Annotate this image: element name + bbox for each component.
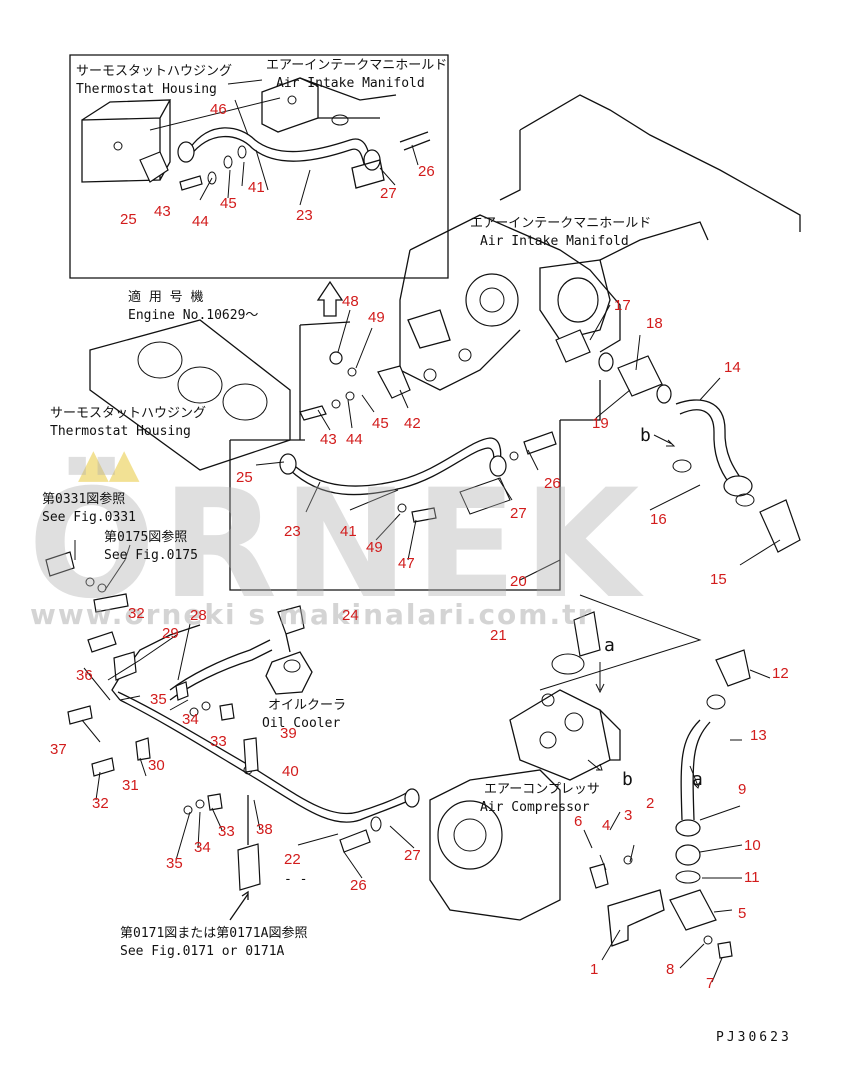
drawing-code: PJ30623 — [716, 1030, 792, 1045]
callout-38: 38 — [256, 821, 273, 838]
callout-34: 34 — [194, 839, 211, 856]
label-compressor-en: Air Compressor — [480, 800, 590, 815]
callout-26: 26 — [544, 475, 561, 492]
callout-49: 49 — [368, 309, 385, 326]
callout-19: 19 — [592, 415, 609, 432]
label-ref-0171-jp: 第0171図または第0171A図参照 — [120, 926, 308, 941]
callout-15: 15 — [710, 571, 727, 588]
callout-44: 44 — [346, 431, 363, 448]
label-engine-en: Engine No.10629～ — [128, 308, 259, 323]
callout-4: 4 — [602, 817, 611, 834]
label-oil-cooler-en: Oil Cooler — [262, 716, 341, 731]
callout-18: 18 — [646, 315, 663, 332]
label-compressor-jp: エアーコンプレッサ — [484, 782, 600, 797]
callout-42: 42 — [404, 415, 421, 432]
callout-39: 39 — [280, 725, 297, 742]
label-letter-a: a — [604, 635, 615, 656]
callout-35: 35 — [166, 855, 183, 872]
callout-16: 16 — [650, 511, 667, 528]
label-thermostat-jp-top: サーモスタットハウジング — [76, 64, 233, 79]
callout-25: 25 — [120, 211, 137, 228]
callout-9: 9 — [738, 781, 747, 798]
callout-46: 46 — [210, 101, 227, 118]
callout-30: 30 — [148, 757, 165, 774]
callout-23: 23 — [296, 207, 313, 224]
callout-27: 27 — [404, 847, 421, 864]
callout-13: 13 — [750, 727, 767, 744]
callout-3: 3 — [624, 807, 633, 824]
label-engine-jp: 適 用 号 機 — [128, 290, 204, 305]
callout-40: 40 — [282, 763, 299, 780]
callout-26: 26 — [350, 877, 367, 894]
callout-12: 12 — [772, 665, 789, 682]
callout-24: 24 — [342, 607, 359, 624]
callout-27: 27 — [380, 185, 397, 202]
callout-41: 41 — [248, 179, 265, 196]
callout-32: 32 — [92, 795, 109, 812]
watermark-url: www.orneki s makinalari.com.tr — [30, 598, 594, 631]
callout-10: 10 — [744, 837, 761, 854]
callout-33: 33 — [210, 733, 227, 750]
label-thermostat-jp-mid: サーモスタットハウジング — [50, 406, 207, 421]
callout-44: 44 — [192, 213, 209, 230]
callout-33: 33 — [218, 823, 235, 840]
label-letter-b: b — [622, 769, 633, 790]
callout-34: 34 — [182, 711, 199, 728]
callout-43: 43 — [154, 203, 171, 220]
callout-29: 29 — [162, 625, 179, 642]
callout-31: 31 — [122, 777, 139, 794]
callout-14: 14 — [724, 359, 741, 376]
callout-45: 45 — [220, 195, 237, 212]
callout-2: 2 — [646, 795, 655, 812]
callout-8: 8 — [666, 961, 675, 978]
callout-26: 26 — [418, 163, 435, 180]
callout-45: 45 — [372, 415, 389, 432]
callout-7: 7 — [706, 975, 715, 992]
label-thermostat-en-top: Thermostat Housing — [76, 82, 217, 97]
label-intake-jp-top: エアーインテークマニホールド — [266, 58, 448, 73]
label-ref-0175-jp: 第0175図参照 — [104, 530, 188, 545]
label-oil-cooler-jp: オイルクーラ — [268, 698, 347, 713]
label-dash-mark: - - — [284, 872, 308, 887]
callout-32: 32 — [128, 605, 145, 622]
callout-5: 5 — [738, 905, 747, 922]
callout-47: 47 — [398, 555, 415, 572]
label-ref-0175-en: See Fig.0175 — [104, 548, 198, 563]
label-intake-jp-mid: エアーインテークマニホールド — [470, 216, 652, 231]
callout-1: 1 — [590, 961, 599, 978]
watermark-mark: ▲▲ — [78, 441, 140, 487]
callout-22: 22 — [284, 851, 301, 868]
callout-28: 28 — [190, 607, 207, 624]
callout-20: 20 — [510, 573, 527, 590]
watermark-brand: ÖRNEK — [28, 458, 646, 632]
callout-43: 43 — [320, 431, 337, 448]
callout-49: 49 — [366, 539, 383, 556]
label-intake-en-mid: Air Intake Manifold — [480, 234, 629, 249]
label-thermostat-en-mid: Thermostat Housing — [50, 424, 191, 439]
label-letter-b: b — [640, 425, 651, 446]
callout-48: 48 — [342, 293, 359, 310]
callout-23: 23 — [284, 523, 301, 540]
callout-35: 35 — [150, 691, 167, 708]
callout-6: 6 — [574, 813, 583, 830]
label-ref-0331-en: See Fig.0331 — [42, 510, 136, 525]
callout-17: 17 — [614, 297, 631, 314]
callout-25: 25 — [236, 469, 253, 486]
callout-36: 36 — [76, 667, 93, 684]
callout-37: 37 — [50, 741, 67, 758]
callout-21: 21 — [490, 627, 507, 644]
callout-11: 11 — [744, 869, 760, 886]
callout-41: 41 — [340, 523, 357, 540]
callout-27: 27 — [510, 505, 527, 522]
label-ref-0331-jp: 第0331図参照 — [42, 492, 126, 507]
label-letter-a: a — [692, 769, 703, 790]
label-ref-0171-en: See Fig.0171 or 0171A — [120, 944, 285, 959]
label-intake-en-top: Air Intake Manifold — [276, 76, 425, 91]
